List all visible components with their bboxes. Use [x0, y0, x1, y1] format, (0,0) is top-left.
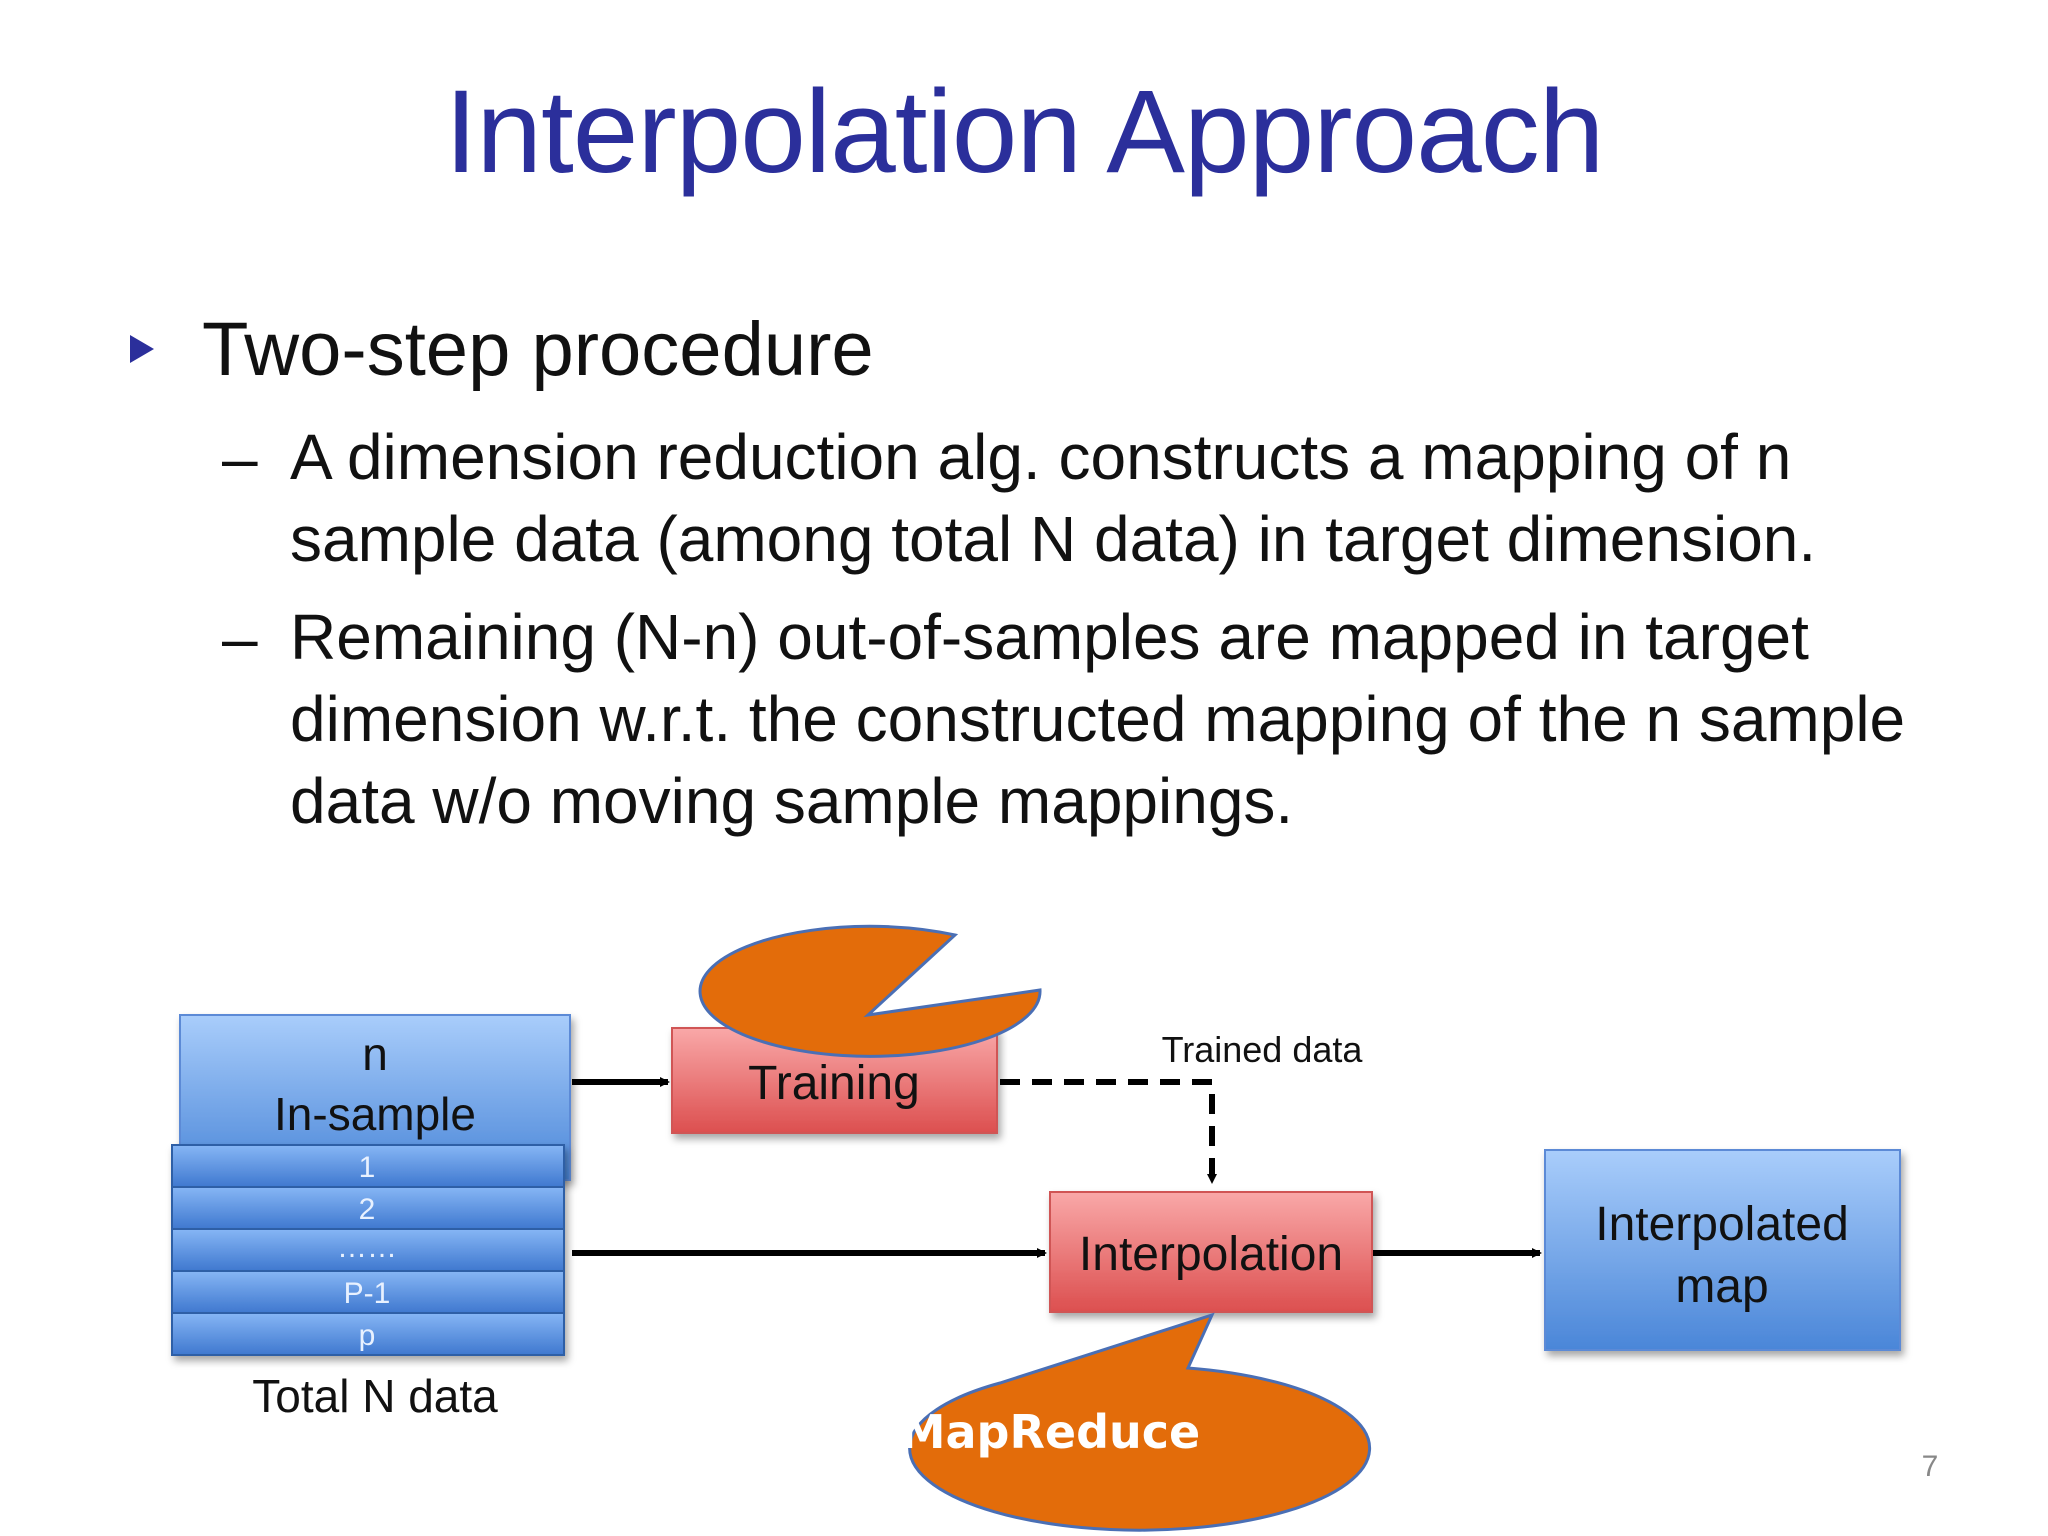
- interpolated-map-label-line1: Interpolated: [1595, 1198, 1849, 1251]
- stack-row: [171, 1186, 565, 1230]
- stack-row-label: P-1: [344, 1277, 391, 1310]
- stack-row-label: ……: [337, 1231, 397, 1264]
- bullet-triangle-icon: [130, 335, 154, 363]
- stack-row: [171, 1144, 565, 1188]
- mpi-label: MPI: [994, 912, 1086, 963]
- sub-bullet-dash-1: –: [222, 422, 258, 494]
- trained-data-dashed-arrow: [1000, 1079, 1217, 1184]
- trained-data-label: Trained data: [1162, 1029, 1364, 1070]
- stack-row: [171, 1312, 565, 1356]
- total-data-label: Total N data: [252, 1370, 498, 1422]
- interpolation-box: [1049, 1191, 1373, 1313]
- bullet-text: Two-step procedure: [202, 307, 874, 392]
- mapreduce-label: MapReduce: [900, 1405, 1201, 1459]
- in-sample-label: In-sample: [274, 1088, 476, 1140]
- sub-bullet-dash-2: –: [222, 602, 258, 674]
- mpi-callout: [698, 924, 1042, 1058]
- in-sample-n-label: n: [362, 1028, 388, 1080]
- training-label: Training: [748, 1057, 920, 1110]
- slide-title: Interpolation Approach: [444, 66, 1605, 198]
- sub-bullet-text-1: A dimension reduction alg. constructs a …: [290, 421, 1817, 575]
- stack-row: [171, 1270, 565, 1314]
- stack-row-label: p: [359, 1319, 376, 1352]
- stack-row: [171, 1228, 565, 1272]
- interpolation-label: Interpolation: [1079, 1228, 1343, 1281]
- page-number: 7: [1921, 1450, 1939, 1483]
- interpolated-map-label-line2: map: [1675, 1260, 1768, 1313]
- stack-row-label: 1: [359, 1151, 376, 1184]
- data-partition-stack: [171, 1144, 565, 1356]
- sub-bullet-text-2: Remaining (N-n) out-of-samples are mappe…: [290, 601, 1906, 837]
- interpolated-map-box: [1544, 1149, 1901, 1351]
- stack-row-label: 2: [359, 1193, 376, 1226]
- mapreduce-callout: [908, 1312, 1372, 1532]
